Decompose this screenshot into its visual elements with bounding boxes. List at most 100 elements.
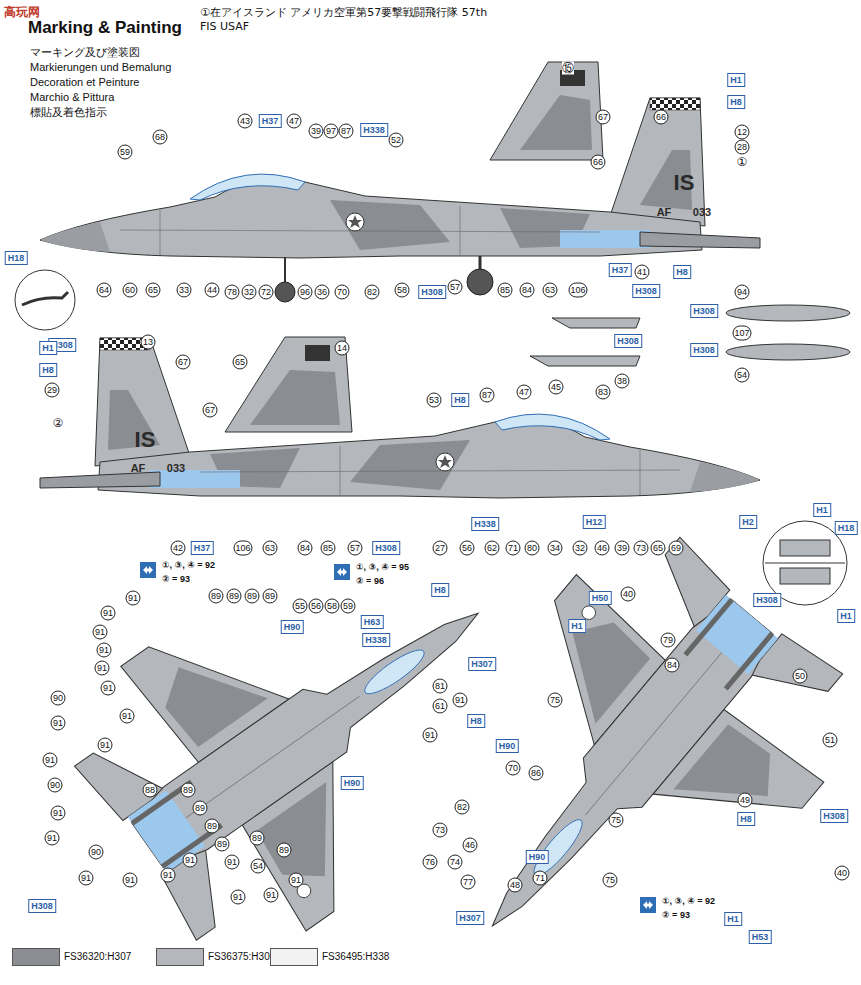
color-code-box: H37 <box>259 114 282 128</box>
legend-text: FS36495:H338 <box>322 951 389 962</box>
callout-number: 41 <box>635 265 650 280</box>
color-code-box: H8 <box>451 393 469 407</box>
callout-number: 75 <box>548 693 563 708</box>
color-code-box: H338 <box>360 123 388 137</box>
callout-number: 83 <box>596 385 611 400</box>
callout-number: 49 <box>738 793 753 808</box>
callout-number: 91 <box>93 625 108 640</box>
color-code-box: H53 <box>749 930 772 944</box>
callout-number: 48 <box>508 878 523 893</box>
decal-note: ①, ③, ④ = 92 <box>162 560 215 571</box>
tail-marking: AF <box>657 206 672 218</box>
callout-number: 77 <box>461 875 476 890</box>
callout-number: 55 <box>293 599 308 614</box>
top-view <box>43 481 571 985</box>
callout-number: 73 <box>634 541 649 556</box>
color-code-box: H90 <box>526 850 549 864</box>
callout-number: 61 <box>433 699 448 714</box>
callout-number: 89 <box>181 783 196 798</box>
color-code-box: H1 <box>727 73 745 87</box>
callout-number: 54 <box>251 859 266 874</box>
bottom-view <box>369 502 861 985</box>
callout-number: 90 <box>48 778 63 793</box>
callout-number: 96 <box>298 285 313 300</box>
color-code-box: H90 <box>341 776 364 790</box>
callout-number: 54 <box>735 368 750 383</box>
callout-number: 91 <box>161 868 176 883</box>
callout-number: 73 <box>433 823 448 838</box>
decal-note: ①, ③, ④ = 92 <box>662 896 715 907</box>
callout-number: 75 <box>603 873 618 888</box>
callout-number: 52 <box>389 133 404 148</box>
callout-number: 107 <box>732 326 751 341</box>
callout-number: 59 <box>118 145 133 160</box>
callout-number: 65 <box>146 283 161 298</box>
callout-number: 91 <box>264 888 279 903</box>
callout-number: 59 <box>341 599 356 614</box>
color-code-box: H307 <box>456 911 484 925</box>
color-code-box: H8 <box>431 583 449 597</box>
color-code-box: H307 <box>468 657 496 671</box>
callout-number: 62 <box>485 541 500 556</box>
callout-number: 71 <box>506 541 521 556</box>
color-code-box: H90 <box>496 739 519 753</box>
legend-text: FS36320:H307 <box>64 951 131 962</box>
callout-number: 70 <box>335 285 350 300</box>
callout-number: 28 <box>735 140 750 155</box>
color-code-box: H18 <box>5 251 28 265</box>
callout-number: 67 <box>176 355 191 370</box>
callout-number: 40 <box>621 587 636 602</box>
legend-text: FS36375:H308 <box>208 951 275 962</box>
callout-number: 91 <box>101 606 116 621</box>
heading-text: Markierungen und Bemalung <box>30 61 171 74</box>
color-code-box: H308 <box>418 285 446 299</box>
callout-number: 78 <box>225 285 240 300</box>
callout-number: 91 <box>95 661 110 676</box>
callout-number: 89 <box>193 801 208 816</box>
color-code-box: H90 <box>281 620 304 634</box>
color-code-box: H1 <box>39 341 57 355</box>
caption-text: ①在アイスランド アメリカ空軍第57要撃戦闘飛行隊 57th FIS USAF <box>200 6 500 34</box>
callout-number: 87 <box>339 124 354 139</box>
color-code-box: H1 <box>813 503 831 517</box>
callout-number: 91 <box>45 831 60 846</box>
callout-number: 91 <box>126 591 141 606</box>
decal-note: ①, ③, ④ = 95 <box>356 562 409 573</box>
detail-insets <box>15 270 847 605</box>
callout-number: 29 <box>45 383 60 398</box>
callout-symbol: ⑮ <box>562 62 574 75</box>
callout-number: 65 <box>233 355 248 370</box>
color-code-box: H12 <box>583 515 606 529</box>
callout-number: 97 <box>324 124 339 139</box>
decal-note: ② = 93 <box>162 574 190 585</box>
color-code-box: H37 <box>191 541 214 555</box>
tail-marking: IS <box>674 170 695 196</box>
callout-number: 56 <box>460 541 475 556</box>
callout-number: 89 <box>227 589 242 604</box>
tail-marking: 033 <box>167 462 185 474</box>
callout-number: 91 <box>453 693 468 708</box>
callout-number: 91 <box>225 855 240 870</box>
tail-fin-insets <box>225 62 603 432</box>
color-code-box: H63 <box>361 615 384 629</box>
color-code-box: H308 <box>753 593 781 607</box>
callout-number: 67 <box>203 403 218 418</box>
color-code-box: H308 <box>28 899 56 913</box>
callout-number: 84 <box>665 658 680 673</box>
callout-number: 76 <box>423 855 438 870</box>
callout-number: 53 <box>427 393 442 408</box>
callout-number: 70 <box>506 761 521 776</box>
callout-number: 91 <box>231 890 246 905</box>
callout-number: 51 <box>823 733 838 748</box>
callout-number: 91 <box>51 716 66 731</box>
color-code-box: H1 <box>568 619 586 633</box>
callout-number: 72 <box>259 285 274 300</box>
color-code-box: H8 <box>727 95 745 109</box>
callout-number: 60 <box>123 283 138 298</box>
callout-number: 57 <box>448 280 463 295</box>
color-code-box: H338 <box>362 633 390 647</box>
callout-number: 89 <box>205 819 220 834</box>
callout-number: 75 <box>609 813 624 828</box>
callout-number: 43 <box>238 114 253 129</box>
callout-number: 91 <box>43 753 58 768</box>
